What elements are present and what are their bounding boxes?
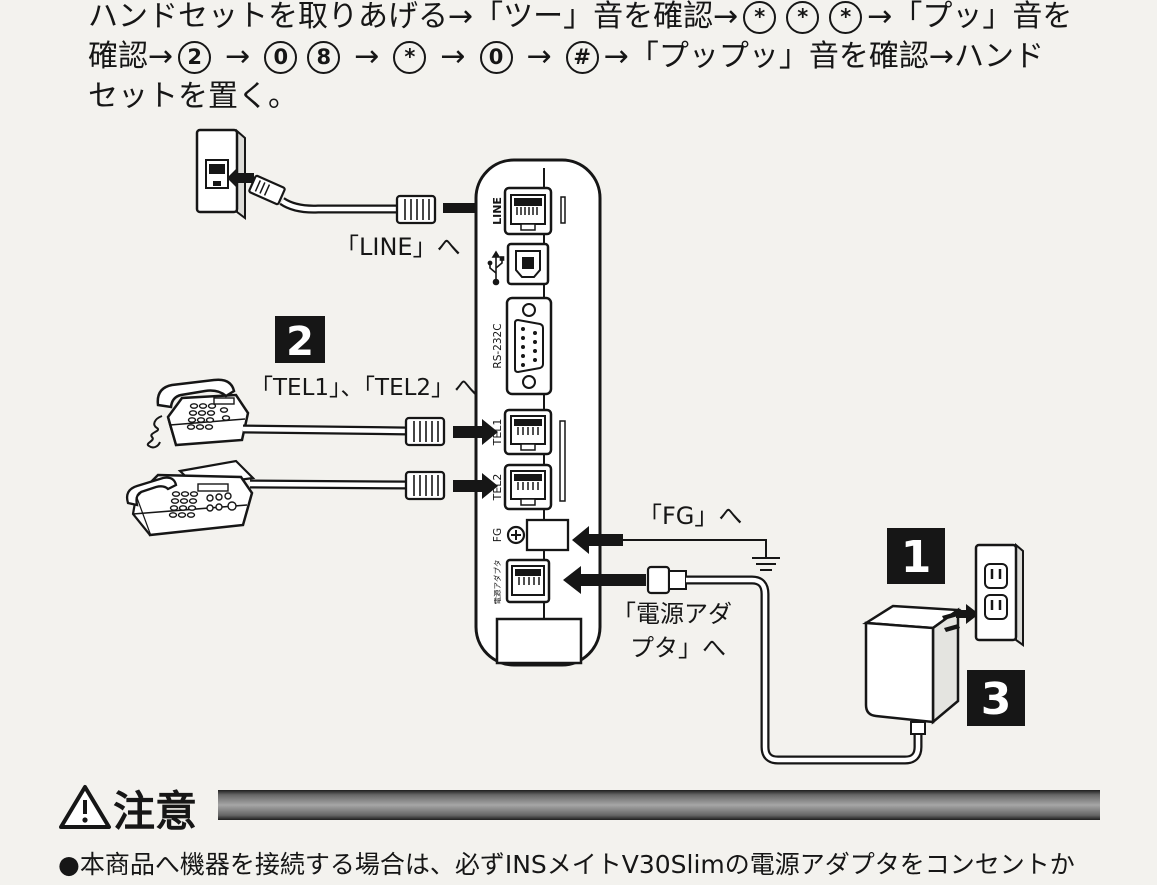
instruction-text: →「プップッ」音を確認→ハンド [603,39,1044,74]
tel-connection-label: 「TEL1」、「TEL2」へ [250,375,477,401]
port-label-tel1: TEL1 [491,419,504,447]
fg-terminal [506,518,570,552]
power-cable [686,575,923,765]
step-3-badge: 3 [967,670,1025,726]
caution-bar [218,790,1100,820]
power-adapter-icon [862,604,962,735]
insert-arrow-icon [956,604,979,624]
instruction-line-3: セットを置く。 [88,77,1128,117]
wall-outlet-icon [974,542,1024,647]
port-label-rs232c: RS-232C [492,323,504,368]
line-connection-label: 「LINE」へ [335,233,461,261]
star-key-icon: * [829,0,863,34]
port-label-tel2: TEL2 [491,474,504,502]
insert-arrow-icon [227,167,254,189]
instruction-text: ハンドセットを取りあげる→「ツー」音を確認→ [88,0,739,34]
instruction-text: →「プッ」音を [867,0,1073,34]
modular-plug-icon [395,194,437,225]
hash-key-icon: # [565,40,599,74]
insert-arrow-icon [453,473,498,499]
telephone-icon [146,378,250,449]
arrow-text: → [526,39,552,74]
caution-text: ●本商品へ機器を接続する場合は、必ずINSメイトV30Slimの電源アダプタをコ… [58,850,1075,879]
step-3-number: 3 [981,674,1012,725]
instructions: ハンドセットを取りあげる→「ツー」音を確認→ * * * →「プッ」音を 確認→… [88,0,1128,117]
instruction-line-1: ハンドセットを取りあげる→「ツー」音を確認→ * * * →「プッ」音を [88,0,1128,37]
indicator-bar [559,420,566,502]
insert-arrow-icon [572,526,623,554]
tel2-port [503,463,553,511]
line-port [503,186,553,236]
wall-phone-jack-icon [195,128,246,220]
key-8-icon: 8 [307,40,341,74]
line-cable [279,197,400,214]
rs232c-port [505,296,553,396]
star-key-icon: * [786,0,820,34]
step-2-number: 2 [286,319,314,365]
power-port [505,558,551,604]
arrow-text: → [225,39,251,74]
tel2-cable [249,479,409,490]
caution-heading: 注意 [113,787,197,836]
power-connection-label-line2: プタ」へ [630,634,726,662]
star-key-icon: * [393,40,427,74]
arrow-text: → [440,39,466,74]
fax-machine-icon [125,459,256,537]
modular-plug-icon [248,174,286,206]
fg-connection-label: 「FG」へ [638,502,742,530]
port-label-power: 電源アダプタ [492,560,502,605]
warning-triangle-icon [59,785,111,829]
power-connection-label-line1: 「電源アダ [612,600,732,628]
tel1-port [503,408,553,456]
arrow-text: → [354,39,380,74]
instruction-text: セットを置く。 [88,79,298,114]
tel1-cable [242,424,409,436]
modular-plug-icon [404,470,446,501]
ground-icon [622,539,780,571]
key-2-icon: 2 [178,40,212,74]
step-1-badge: 1 [887,528,945,584]
indicator-bar [560,196,566,224]
step-1-number: 1 [901,532,932,583]
star-key-icon: * [743,0,777,34]
key-0-icon: 0 [479,40,513,74]
instruction-text: 確認→ [88,39,174,74]
step-2-badge: 2 [275,316,325,365]
dc-plug-icon [646,565,687,595]
usb-port [506,242,550,286]
instruction-line-2: 確認→ 2 → 0 8 → * → 0 → # →「プップッ」音を確認→ハンド [88,37,1128,77]
usb-icon [487,250,505,286]
port-label-fg: FG [492,528,504,542]
insert-arrow-icon [563,566,646,594]
port-label-line: LINE [491,197,504,225]
insert-arrow-icon [453,419,498,445]
modular-plug-icon [404,416,446,447]
key-0-icon: 0 [264,40,298,74]
